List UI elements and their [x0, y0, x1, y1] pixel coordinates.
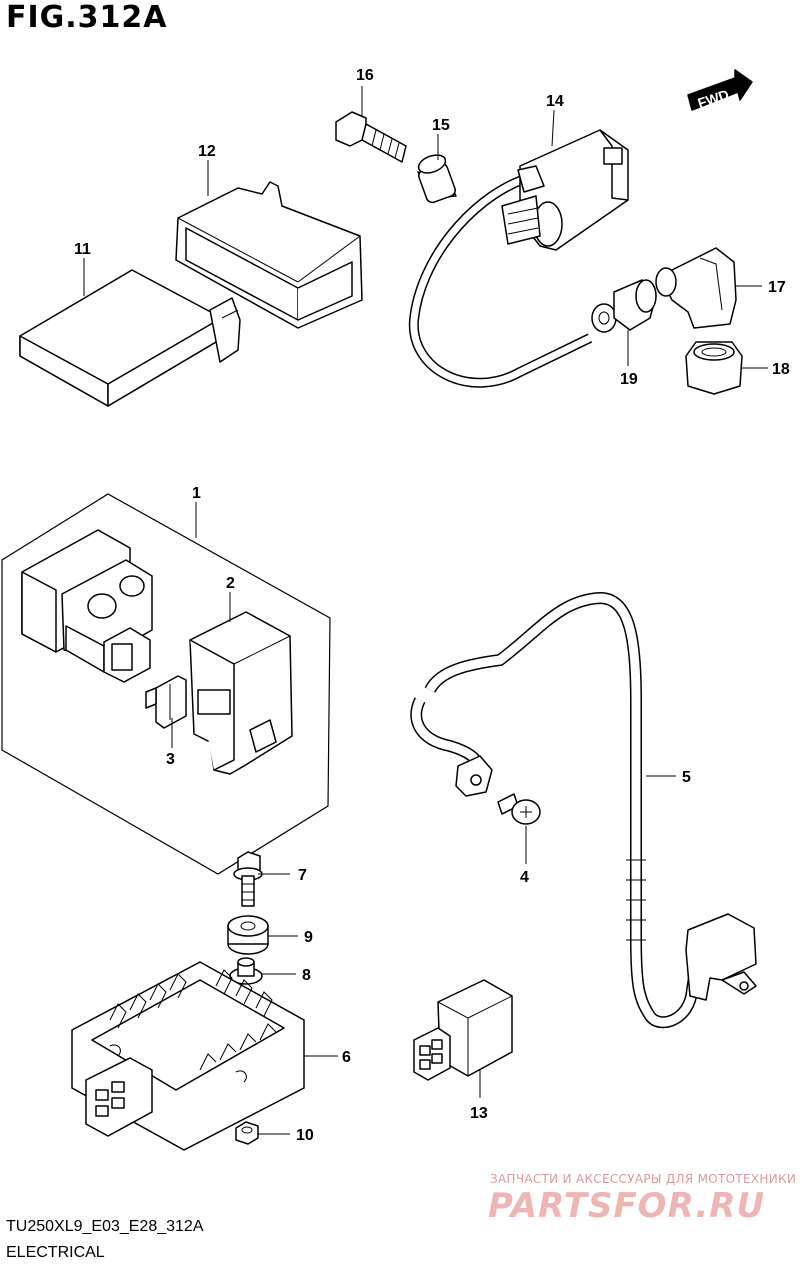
- part-1-relay-assembly-box: [1, 493, 331, 875]
- part-5-battery-wire: [410, 591, 757, 1029]
- part-8-collar: [229, 957, 263, 985]
- part-1-starter-relay: [21, 529, 153, 683]
- callout-10: 10: [296, 1127, 314, 1144]
- watermark-brand: PARTSFOR.RU: [488, 1186, 766, 1226]
- callout-4: 4: [520, 869, 529, 886]
- callout-6: 6: [342, 1049, 351, 1066]
- part-19-grommet: [591, 279, 657, 333]
- part-10-nut: [235, 1121, 259, 1145]
- part-15-sleeve: [417, 154, 457, 204]
- callout-19: 19: [620, 371, 638, 388]
- part-7-bolt: [233, 851, 263, 907]
- figure-title: FIG.312A: [6, 0, 168, 35]
- callout-1: 1: [192, 485, 201, 502]
- callout-7: 7: [298, 867, 307, 884]
- part-4-screw: [497, 793, 541, 825]
- part-9-grommet: [227, 915, 269, 955]
- part-16-bolt: [335, 111, 407, 163]
- part-13-connector: [413, 979, 513, 1081]
- callout-9: 9: [304, 929, 313, 946]
- part-17-spark-plug-cap: [655, 247, 737, 329]
- callout-5: 5: [682, 769, 691, 786]
- callout-8: 8: [302, 967, 311, 984]
- part-18-cap-cover: [685, 341, 743, 395]
- section-name: ELECTRICAL: [6, 1244, 105, 1261]
- model-code: TU250XL9_E03_E28_312A: [6, 1218, 204, 1235]
- callout-14: 14: [546, 93, 564, 110]
- part-14-ignition-coil: [408, 129, 629, 388]
- callout-13: 13: [470, 1105, 488, 1122]
- callout-17: 17: [768, 279, 786, 296]
- callout-15: 15: [432, 117, 450, 134]
- callout-2: 2: [226, 575, 235, 592]
- callout-3: 3: [166, 751, 175, 768]
- leader-lines: [83, 86, 768, 1135]
- part-2-relay-cover: [189, 611, 293, 775]
- part-3-fuse: [145, 675, 187, 729]
- callout-11: 11: [74, 241, 91, 258]
- callout-12: 12: [198, 143, 216, 160]
- fwd-direction-badge: FWD: [687, 69, 753, 111]
- callout-18: 18: [772, 361, 790, 378]
- part-6-regulator-rectifier: [71, 961, 305, 1151]
- callout-16: 16: [356, 67, 374, 84]
- part-11-ecm: [19, 269, 241, 407]
- watermark-tagline: ЗАПЧАСТИ И АКСЕССУАРЫ ДЛЯ МОТОТЕХНИКИ: [490, 1172, 797, 1186]
- part-12-ecm-cover: [175, 181, 363, 329]
